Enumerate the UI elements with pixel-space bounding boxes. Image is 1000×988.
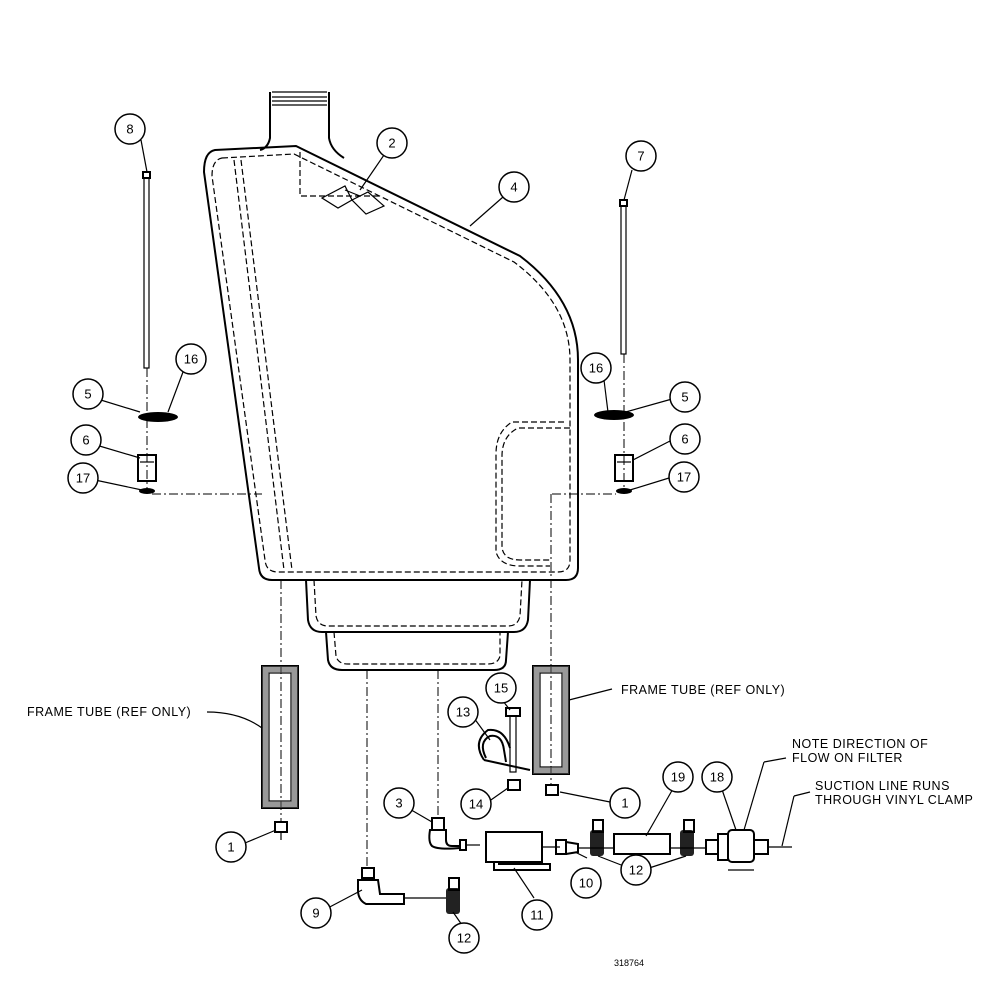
callout-3: 3 — [383, 787, 415, 819]
svg-text:17: 17 — [76, 471, 90, 486]
callout-9: 9 — [300, 897, 332, 929]
svg-text:12: 12 — [629, 863, 643, 878]
callout-12-b: 12 — [448, 922, 480, 954]
callout-6-right: 6 — [669, 423, 701, 455]
note-suction-line-1: SUCTION LINE RUNS — [815, 779, 950, 793]
callout-1-left: 1 — [215, 831, 247, 863]
svg-text:6: 6 — [82, 433, 89, 448]
nut-left — [274, 821, 288, 840]
svg-text:4: 4 — [510, 180, 517, 195]
callout-18: 18 — [701, 761, 733, 793]
elbow-fitting-3 — [428, 817, 480, 851]
svg-text:10: 10 — [579, 876, 593, 891]
callout-11: 11 — [521, 899, 553, 931]
svg-text:12: 12 — [457, 931, 471, 946]
callout-1-right: 1 — [609, 787, 641, 819]
bolt-15 — [505, 707, 521, 773]
callout-12-a: 12 — [620, 854, 652, 886]
svg-text:18: 18 — [710, 770, 724, 785]
leader-lines — [85, 139, 811, 926]
note-frame-tube-right: FRAME TUBE (REF ONLY) — [621, 683, 785, 697]
svg-text:16: 16 — [184, 352, 198, 367]
note-suction-line-2: THROUGH VINYL CLAMP — [815, 793, 973, 807]
hose-clamp-12a — [590, 819, 604, 856]
callout-10: 10 — [570, 867, 602, 899]
callout-4: 4 — [498, 171, 530, 203]
hose-clamp-12b — [680, 819, 695, 856]
right-rod-assembly — [552, 199, 634, 495]
svg-text:1: 1 — [621, 796, 628, 811]
svg-text:6: 6 — [681, 432, 688, 447]
svg-text:15: 15 — [494, 681, 508, 696]
hose-clip-13 — [477, 728, 531, 771]
svg-text:5: 5 — [84, 387, 91, 402]
svg-text:1: 1 — [227, 840, 234, 855]
callout-8: 8 — [114, 113, 146, 145]
callout-5-left: 5 — [72, 378, 104, 410]
fuel-filter-18 — [705, 829, 792, 871]
svg-text:9: 9 — [312, 906, 319, 921]
callout-16-left: 16 — [175, 343, 207, 375]
callout-16-right: 16 — [580, 352, 612, 384]
svg-text:19: 19 — [671, 770, 685, 785]
drawing-number: 318764 — [614, 958, 644, 968]
svg-text:13: 13 — [456, 705, 470, 720]
right-frame-tube — [532, 665, 613, 775]
callout-17-right: 17 — [668, 461, 700, 493]
svg-text:3: 3 — [395, 796, 402, 811]
svg-text:14: 14 — [469, 797, 483, 812]
svg-text:16: 16 — [589, 361, 603, 376]
fuel-tank — [202, 91, 579, 671]
svg-text:2: 2 — [388, 136, 395, 151]
note-filter-direction-2: FLOW ON FILTER — [792, 751, 903, 765]
svg-text:17: 17 — [677, 470, 691, 485]
svg-text:8: 8 — [126, 122, 133, 137]
fuel-shutoff-11 — [485, 831, 560, 871]
svg-text:7: 7 — [637, 149, 644, 164]
note-frame-tube-left: FRAME TUBE (REF ONLY) — [27, 705, 191, 719]
callout-17-left: 17 — [67, 462, 99, 494]
nut-14 — [507, 779, 521, 791]
hose-clamp-12c — [446, 877, 460, 914]
svg-text:5: 5 — [681, 390, 688, 405]
elbow-fitting-9 — [357, 867, 446, 905]
callout-14: 14 — [460, 788, 492, 820]
svg-text:11: 11 — [530, 908, 544, 923]
left-rod-assembly — [137, 171, 262, 495]
callout-2: 2 — [376, 127, 408, 159]
callout-15: 15 — [485, 672, 517, 704]
callout-5-right: 5 — [669, 381, 701, 413]
callout-7: 7 — [625, 140, 657, 172]
callout-19: 19 — [662, 761, 694, 793]
callout-13: 13 — [447, 696, 479, 728]
fuel-hose-19 — [578, 833, 706, 855]
note-filter-direction-1: NOTE DIRECTION OF — [792, 737, 928, 751]
callout-6-left: 6 — [70, 424, 102, 456]
left-frame-tube — [206, 665, 299, 809]
nut-right — [545, 784, 559, 796]
